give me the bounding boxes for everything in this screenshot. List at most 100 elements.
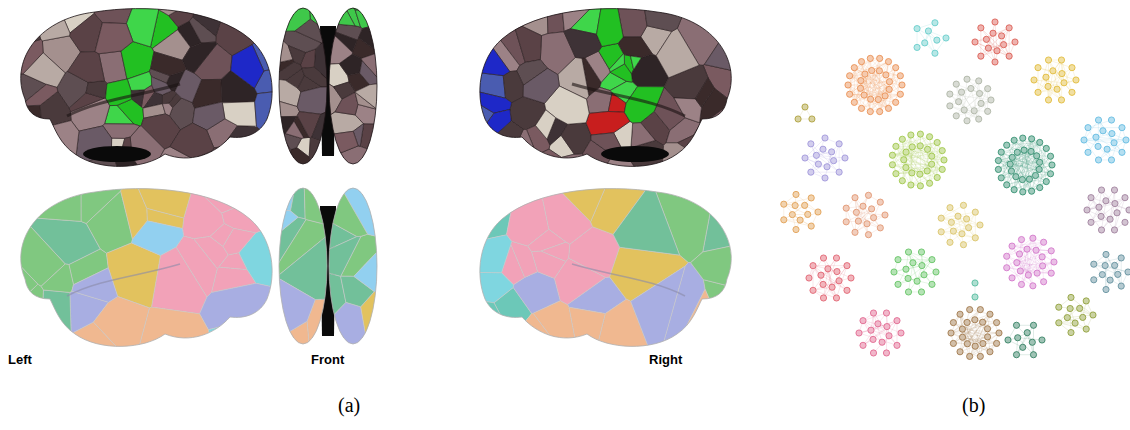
graph-vertex bbox=[781, 217, 787, 223]
graph-vertex bbox=[870, 350, 876, 356]
parcel bbox=[713, 184, 747, 225]
graph-vertex bbox=[987, 311, 993, 317]
graph-vertex bbox=[1096, 204, 1102, 210]
graph-vertex bbox=[1088, 219, 1094, 225]
parcel bbox=[472, 135, 517, 156]
parcel bbox=[193, 184, 280, 213]
cluster-link bbox=[937, 142, 938, 177]
graph-vertex bbox=[1115, 271, 1121, 277]
cluster-link bbox=[941, 232, 975, 238]
graph-vertex bbox=[1049, 162, 1055, 168]
graph-vertex bbox=[948, 330, 954, 336]
parcel bbox=[536, 110, 556, 139]
graph-vertex bbox=[1091, 261, 1097, 267]
cluster-link bbox=[839, 144, 840, 172]
cluster-link bbox=[850, 76, 890, 90]
graph-vertex bbox=[960, 202, 966, 208]
cluster-link bbox=[909, 260, 932, 292]
cluster-link bbox=[813, 281, 839, 291]
cluster-link bbox=[805, 158, 825, 178]
cluster-link bbox=[911, 147, 912, 173]
graph-vertex bbox=[914, 25, 920, 31]
graph-vertex bbox=[1039, 337, 1045, 343]
graph-vertex bbox=[893, 171, 899, 177]
graph-vertex bbox=[947, 239, 953, 245]
cluster-link bbox=[892, 135, 910, 165]
cluster-link bbox=[950, 228, 969, 243]
graph-vertex bbox=[1107, 277, 1113, 283]
parcel bbox=[730, 62, 747, 93]
cluster-link bbox=[998, 138, 1022, 160]
cluster-link bbox=[811, 172, 839, 173]
cluster-link bbox=[848, 62, 889, 85]
graph-vertex bbox=[996, 330, 1002, 336]
graph-vertex bbox=[924, 168, 930, 174]
parcel bbox=[554, 258, 605, 304]
graph-vertex bbox=[842, 155, 848, 161]
parcel bbox=[521, 313, 564, 354]
graph-vertex bbox=[1091, 277, 1097, 283]
graph-vertex bbox=[822, 175, 828, 181]
graph-vertex bbox=[1006, 25, 1012, 31]
graph-vertex bbox=[955, 99, 961, 105]
parcel bbox=[472, 235, 511, 273]
graph-vertex bbox=[938, 229, 944, 235]
graph-vertex bbox=[843, 219, 849, 225]
parcel-cells bbox=[5, 4, 280, 174]
graph-vertex bbox=[1019, 177, 1025, 183]
parcel bbox=[278, 209, 298, 234]
parcel bbox=[692, 308, 747, 354]
graph-vertex bbox=[1007, 161, 1013, 167]
graph-vertex bbox=[1083, 298, 1089, 304]
graph-vertex bbox=[994, 48, 1000, 54]
graph-vertex bbox=[1013, 174, 1019, 180]
graph-vertex bbox=[967, 307, 973, 313]
graph-vertex bbox=[1111, 187, 1117, 193]
graph-vertex bbox=[1004, 182, 1010, 188]
graph-vertex bbox=[877, 55, 883, 61]
parcel bbox=[731, 4, 747, 36]
parcel bbox=[208, 312, 280, 354]
graph-vertex bbox=[903, 164, 909, 170]
graph-vertex bbox=[1054, 86, 1060, 92]
graph-vertex bbox=[883, 72, 889, 78]
graph-vertex bbox=[1068, 294, 1074, 300]
graph-vertex bbox=[917, 171, 923, 177]
cluster-link bbox=[824, 266, 847, 298]
graph-vertex bbox=[861, 92, 867, 98]
cluster-link bbox=[1012, 266, 1043, 278]
graph-vertex bbox=[1083, 326, 1089, 332]
graph-vertex bbox=[857, 85, 863, 91]
brain-outline bbox=[21, 9, 272, 167]
cluster-link bbox=[1012, 251, 1051, 278]
graph-vertex bbox=[1103, 251, 1109, 257]
graph-vertex bbox=[994, 340, 1000, 346]
hemisphere-outline bbox=[329, 8, 377, 164]
graph-vertex bbox=[1045, 97, 1051, 103]
parcel bbox=[609, 54, 624, 72]
parcel bbox=[631, 123, 655, 148]
graph-vertex bbox=[1051, 259, 1057, 265]
node-cluster bbox=[972, 19, 1018, 65]
graph-vertex bbox=[1047, 153, 1053, 159]
graph-vertex bbox=[929, 257, 935, 263]
graph-vertex bbox=[820, 255, 826, 261]
graph-vertex bbox=[830, 158, 836, 164]
graph-vertex bbox=[953, 81, 959, 87]
graph-vertex bbox=[985, 334, 991, 340]
parcel bbox=[18, 131, 49, 174]
parcel bbox=[222, 102, 256, 127]
cluster-link bbox=[1024, 150, 1029, 179]
graph-vertex bbox=[959, 231, 965, 237]
graph-vertex bbox=[950, 340, 956, 346]
graph-vertex bbox=[829, 284, 835, 290]
cluster-link bbox=[980, 28, 981, 56]
graph-vertex bbox=[950, 228, 956, 234]
graph-vertex bbox=[877, 225, 883, 231]
graph-vertex bbox=[919, 262, 925, 268]
graph-vertex bbox=[1037, 139, 1043, 145]
cluster-link bbox=[1022, 139, 1031, 180]
node-cluster bbox=[1081, 117, 1129, 163]
cluster-link bbox=[896, 146, 920, 174]
cluster-link bbox=[1007, 175, 1036, 184]
